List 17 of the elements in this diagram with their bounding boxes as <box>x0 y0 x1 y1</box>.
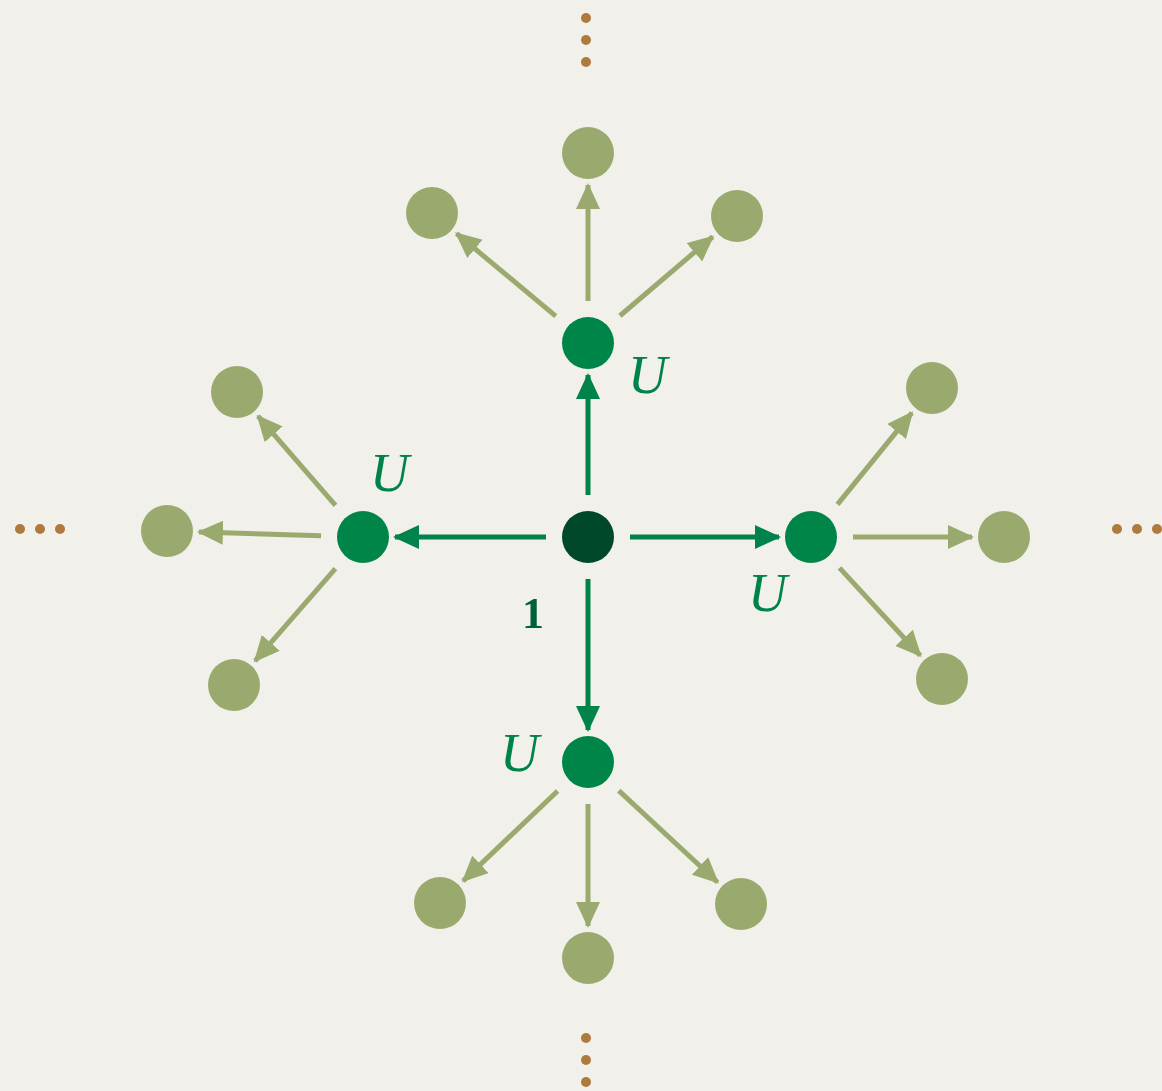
arrow <box>618 234 715 318</box>
arrow <box>630 525 781 549</box>
arrow <box>461 789 560 883</box>
arrow <box>197 520 322 545</box>
arrow <box>253 567 338 663</box>
arrow <box>576 579 600 732</box>
edge-label: 1 <box>522 592 544 636</box>
arrow <box>576 804 600 928</box>
arrow <box>393 525 546 549</box>
arrow <box>576 373 600 495</box>
arrow <box>576 183 600 301</box>
arrow <box>835 411 914 506</box>
arrow <box>837 566 923 658</box>
arrow <box>256 414 338 507</box>
arrow <box>853 525 974 549</box>
arrow <box>455 231 558 319</box>
arrow <box>617 788 720 885</box>
